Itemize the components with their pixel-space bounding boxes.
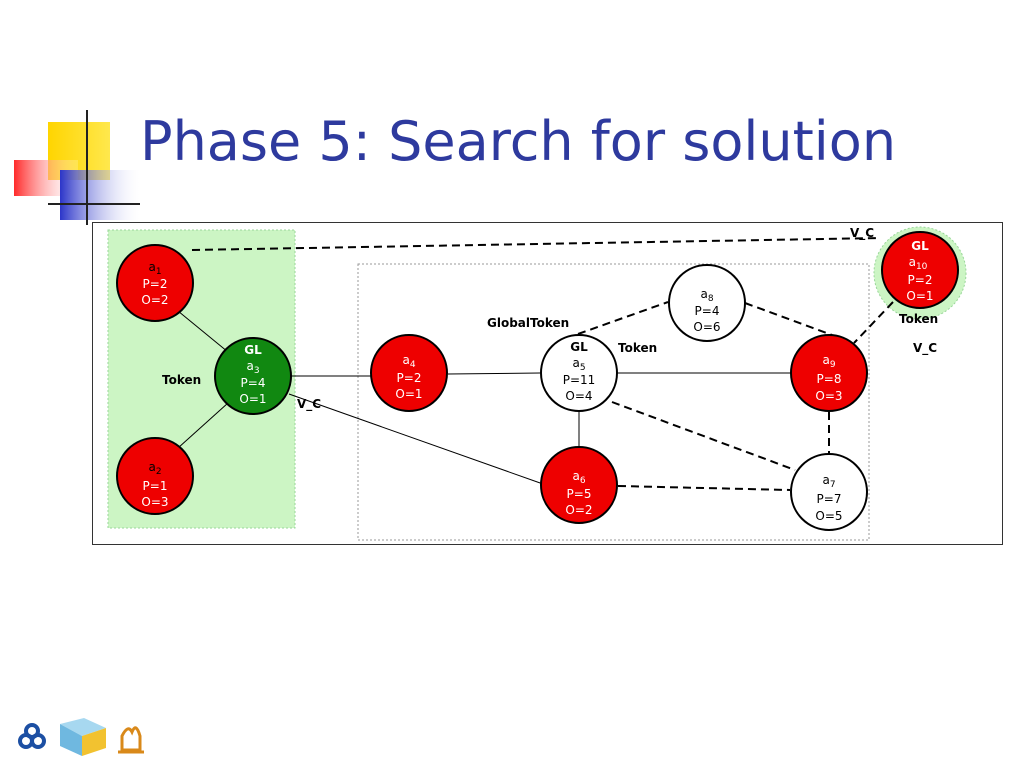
- svg-text:a8: a8: [700, 287, 713, 304]
- svg-text:a7: a7: [822, 473, 835, 490]
- svg-text:O=3: O=3: [815, 389, 842, 403]
- svg-text:O=5: O=5: [815, 509, 842, 523]
- svg-text:O=4: O=4: [565, 389, 592, 403]
- svg-text:O=2: O=2: [141, 293, 168, 307]
- flame-logo-icon: [118, 726, 144, 754]
- label-token-right: Token: [899, 312, 938, 326]
- svg-text:O=2: O=2: [565, 503, 592, 517]
- edge-a3-a6: [288, 393, 544, 485]
- node-a8: a8 P=4 O=6: [668, 264, 746, 342]
- label-vc-left: V_C: [297, 397, 321, 412]
- node-a9: a9 P=8 O=3: [790, 334, 868, 412]
- edge-a2-a3: [177, 402, 229, 449]
- node-a2: a2 P=1 O=3: [116, 437, 194, 515]
- svg-text:a6: a6: [572, 469, 585, 486]
- diagram-frame: [92, 222, 1003, 545]
- svg-text:P=2: P=2: [908, 273, 933, 287]
- svg-text:a5: a5: [572, 356, 585, 373]
- node-a3: GL a3 P=4 O=1: [214, 337, 292, 415]
- edge-a4-a5: [447, 372, 541, 375]
- node-a1: a1 P=2 O=2: [116, 244, 194, 322]
- footer-logos: [14, 714, 144, 764]
- svg-text:P=2: P=2: [397, 371, 422, 385]
- slide-decoration: [0, 100, 140, 230]
- edge-a5-a8: [577, 301, 669, 335]
- node-a4: a4 P=2 O=1: [370, 334, 448, 412]
- edge-a10-a9: [853, 301, 894, 344]
- label-token-mid: Token: [618, 341, 657, 355]
- svg-text:P=7: P=7: [817, 492, 842, 506]
- edge-a8-a9: [744, 302, 833, 336]
- edge-a5-a7: [611, 401, 796, 471]
- node-a6: a6 P=5 O=2: [540, 446, 618, 524]
- svg-text:a1: a1: [148, 260, 161, 277]
- label-vc-right: V_C: [913, 341, 937, 356]
- svg-text:O=1: O=1: [239, 392, 266, 406]
- svg-text:a4: a4: [402, 353, 415, 370]
- svg-text:P=11: P=11: [563, 373, 596, 387]
- svg-text:O=1: O=1: [906, 289, 933, 303]
- cube-logo-icon: [60, 718, 106, 756]
- svg-text:a9: a9: [822, 353, 835, 370]
- svg-text:P=1: P=1: [143, 479, 168, 493]
- node-a7: a7 P=7 O=5: [790, 453, 868, 531]
- footer-logo-graphics: [18, 718, 144, 756]
- svg-text:GL: GL: [244, 343, 262, 357]
- svg-text:P=4: P=4: [695, 304, 720, 318]
- svg-text:GL: GL: [911, 239, 929, 253]
- svg-text:P=2: P=2: [143, 277, 168, 291]
- svg-text:P=4: P=4: [241, 376, 266, 390]
- svg-text:P=5: P=5: [567, 487, 592, 501]
- svg-text:a2: a2: [148, 460, 161, 477]
- deco-blue-bar: [60, 170, 140, 220]
- edge-a6-a7: [617, 485, 791, 491]
- node-a5: GL a5 P=11 O=4: [540, 334, 618, 412]
- slide-title: Phase 5: Search for solution: [140, 110, 897, 173]
- svg-text:P=8: P=8: [817, 372, 842, 386]
- svg-text:O=3: O=3: [141, 495, 168, 509]
- svg-text:GL: GL: [570, 340, 588, 354]
- trefoil-logo-icon: [18, 723, 46, 749]
- label-global-token: GlobalToken: [487, 316, 569, 330]
- decoration-graphic: [14, 110, 140, 225]
- label-vc-top: V_C: [850, 226, 874, 241]
- inner-group-region: [357, 263, 870, 541]
- svg-text:O=1: O=1: [395, 387, 422, 401]
- svg-text:O=6: O=6: [693, 320, 720, 334]
- edge-a1-a3: [177, 310, 229, 353]
- svg-text:a10: a10: [909, 255, 928, 272]
- svg-text:a3: a3: [246, 359, 259, 376]
- node-a10: GL a10 P=2 O=1: [881, 231, 959, 309]
- edge-a1-a10: [191, 237, 881, 251]
- label-token-left: Token: [162, 373, 201, 387]
